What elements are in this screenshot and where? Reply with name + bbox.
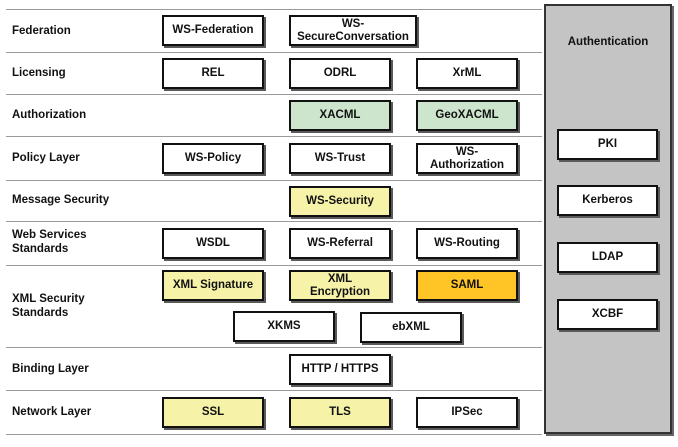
layer-label-federation: Federation [12, 25, 71, 37]
row-separator [6, 434, 542, 435]
box-ldap: LDAP [557, 242, 658, 273]
layer-label-web-services: Web Services Standards [12, 229, 87, 255]
box-wsdl: WSDL [162, 228, 264, 259]
layer-label-authorization: Authorization [12, 109, 87, 121]
box-ssl: SSL [162, 397, 264, 428]
row-separator [6, 390, 542, 391]
box-tls: TLS [289, 397, 391, 428]
layer-label-licensing: Licensing [12, 67, 66, 79]
layer-label-binding: Binding Layer [12, 363, 89, 375]
box-ebxml: ebXML [360, 312, 462, 343]
box-xml-signature: XML Signature [162, 270, 264, 301]
authentication-title: Authentication [567, 36, 649, 48]
layer-label-network: Network Layer [12, 406, 92, 418]
box-pki: PKI [557, 129, 658, 160]
box-odrl: ODRL [289, 58, 391, 89]
row-separator [6, 221, 542, 222]
box-xacml: XACML [289, 100, 391, 131]
box-saml: SAML [416, 270, 518, 301]
box-ws-routing: WS-Routing [416, 228, 518, 259]
box-geoxacml: GeoXACML [416, 100, 518, 131]
box-xcbf: XCBF [557, 299, 658, 330]
layer-label-policy: Policy Layer [12, 152, 80, 164]
authentication-panel: Authentication [544, 4, 672, 434]
box-ws-security: WS-Security [289, 186, 391, 217]
box-kerberos: Kerberos [557, 185, 658, 216]
row-separator [6, 265, 542, 266]
layer-label-message-security: Message Security [12, 194, 110, 206]
box-xml-encryption: XML Encryption [289, 270, 391, 301]
row-separator [6, 94, 542, 95]
row-separator [6, 9, 542, 10]
box-ws-secureconversation: WS- SecureConversation [289, 15, 417, 46]
box-xkms: XKMS [233, 311, 335, 342]
row-separator [6, 180, 542, 181]
box-xrml: XrML [416, 58, 518, 89]
row-separator [6, 136, 542, 137]
box-ws-federation: WS-Federation [162, 15, 264, 46]
box-ws-referral: WS-Referral [289, 228, 391, 259]
row-separator [6, 52, 542, 53]
box-ws-authorization: WS- Authorization [416, 143, 518, 174]
box-ipsec: IPSec [416, 397, 518, 428]
box-rel: REL [162, 58, 264, 89]
row-separator [6, 347, 542, 348]
box-ws-trust: WS-Trust [289, 143, 391, 174]
box-http-https: HTTP / HTTPS [289, 354, 391, 385]
layer-label-xml-security: XML Security Standards [12, 293, 85, 319]
box-ws-policy: WS-Policy [162, 143, 264, 174]
